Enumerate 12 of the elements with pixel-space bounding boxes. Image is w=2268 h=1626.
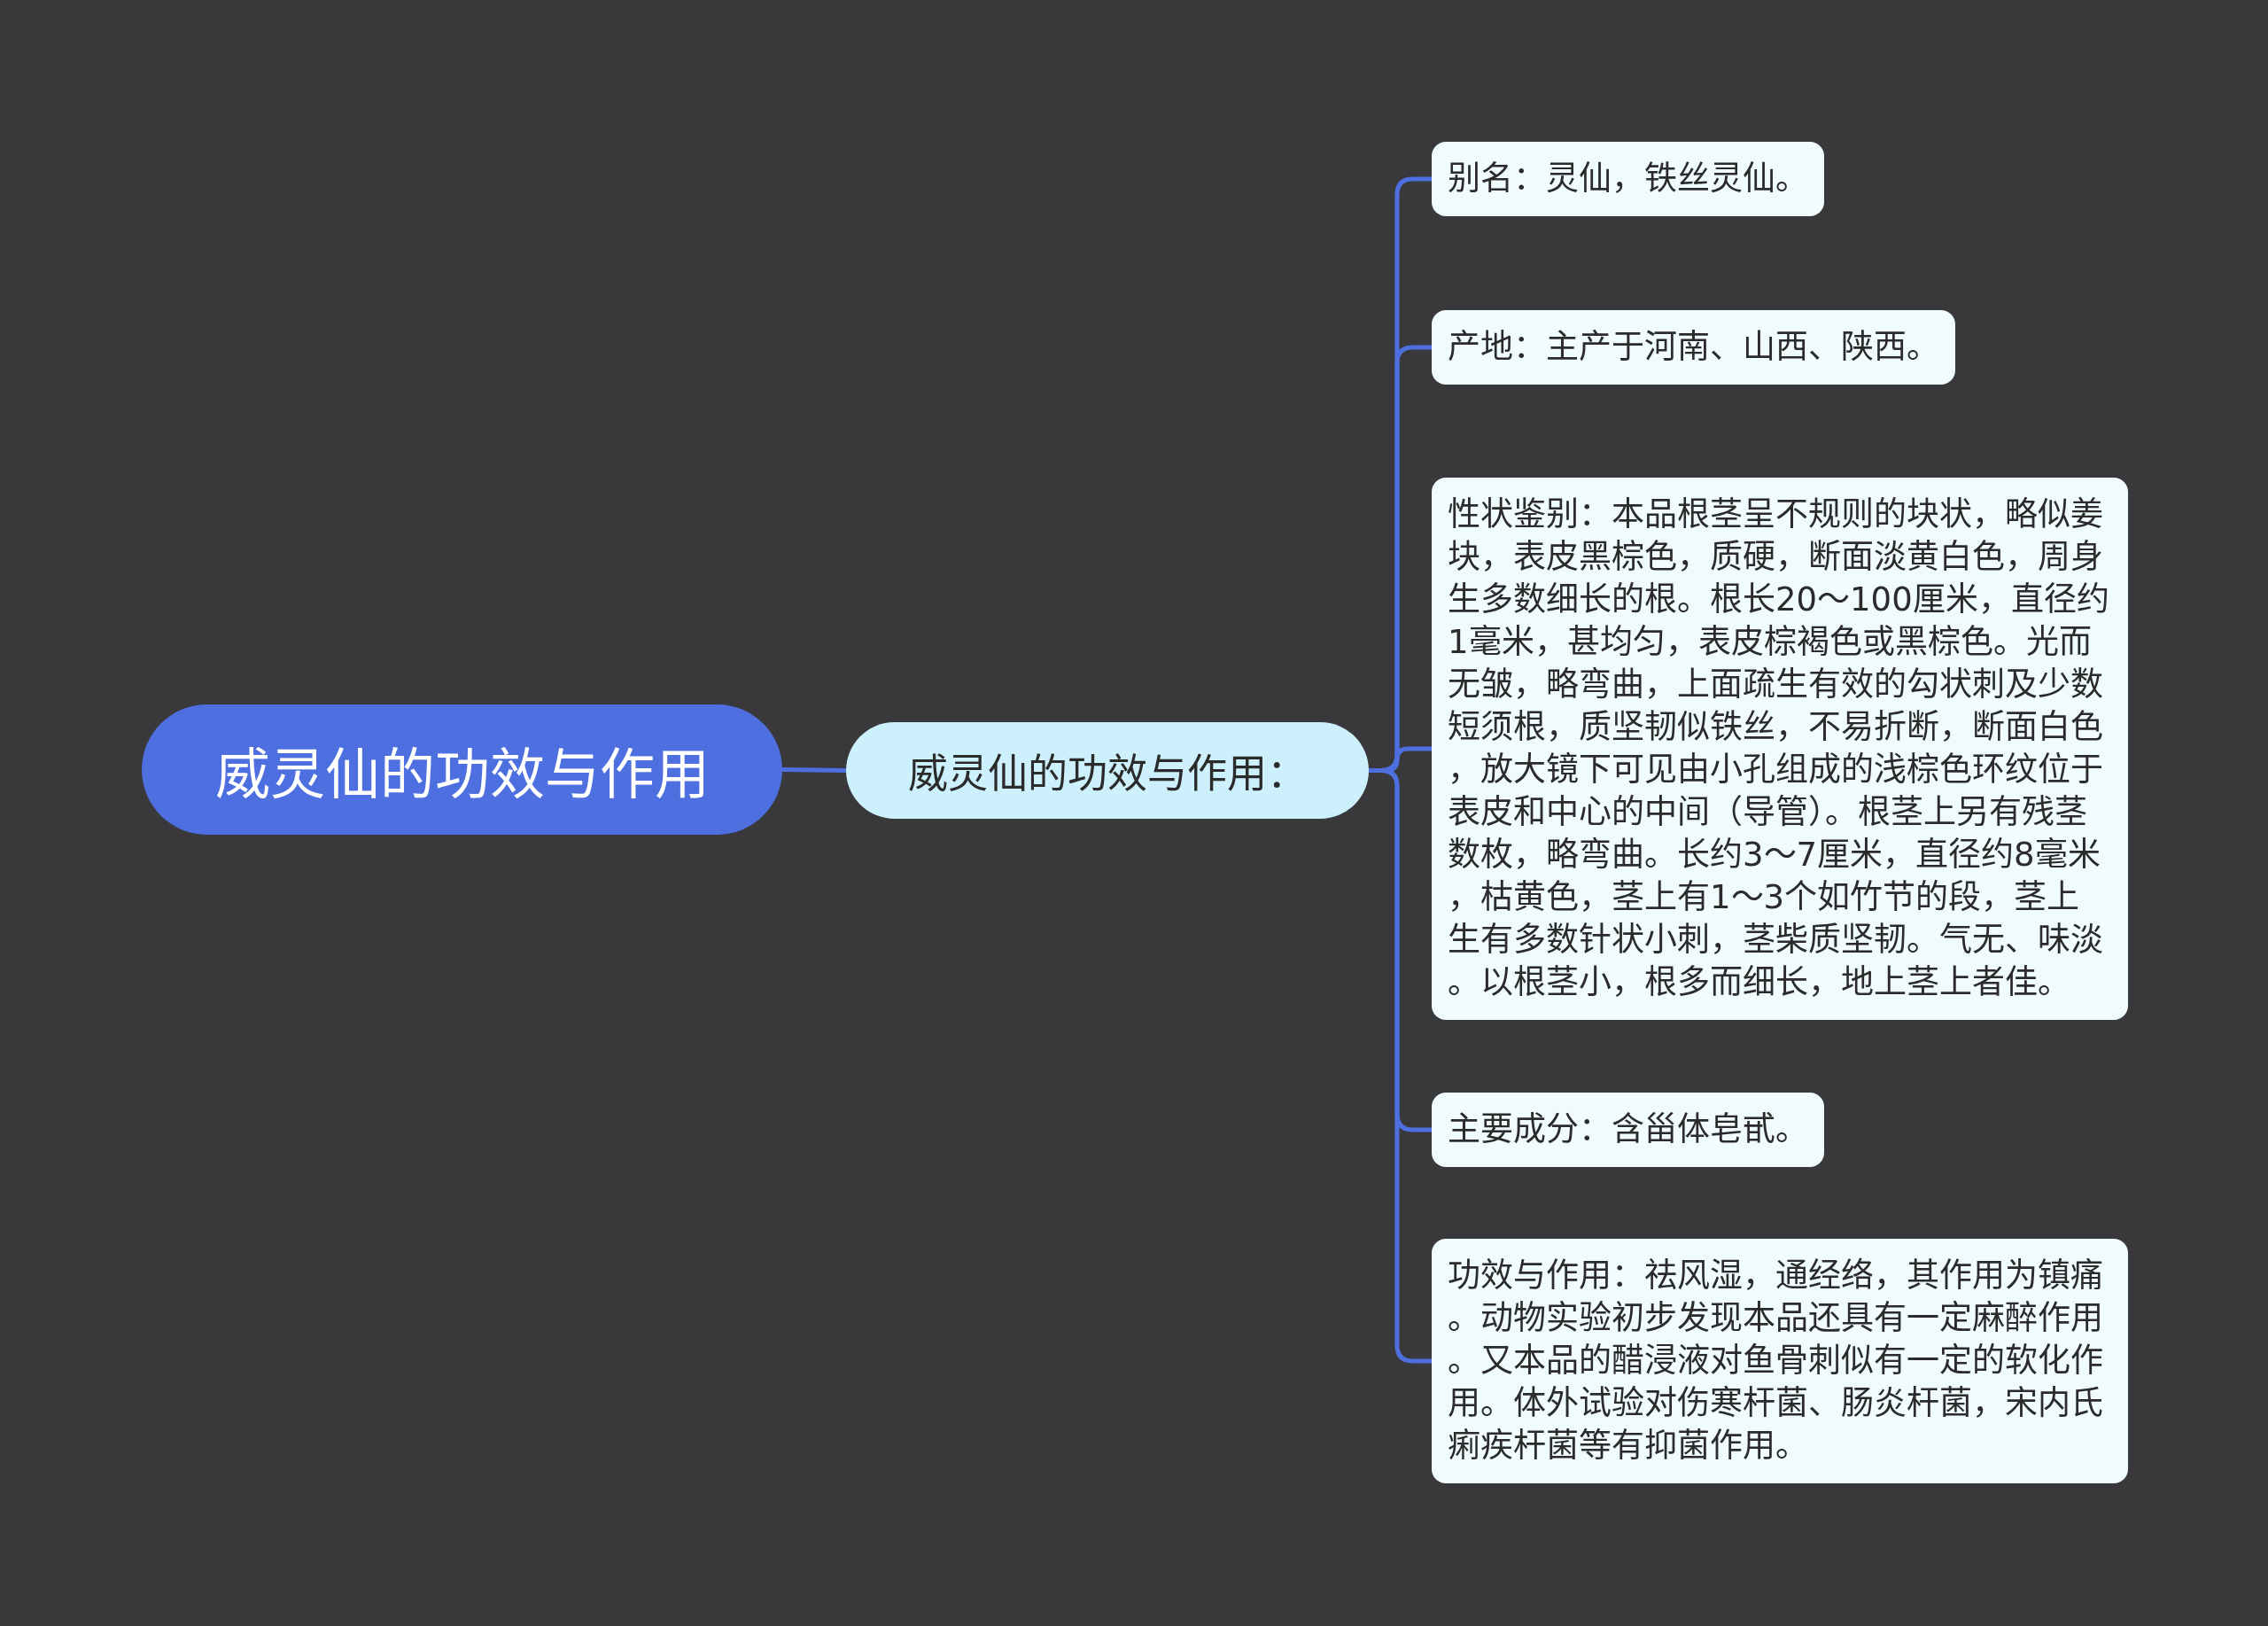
connector-line bbox=[781, 767, 847, 773]
branch-topic-text: 威灵仙的功效与作用： bbox=[908, 750, 1307, 799]
detail-text: 主要成分：含甾体皂甙。 bbox=[1448, 1109, 1808, 1150]
detail-text: 功效与作用：祛风湿，通经络，其作用为镇痛。动物实验初步发现本品还具有一定麻醉作用。又本品的醋浸液对鱼骨刺似有一定的软化作用。体外试验对伤寒杆菌、肠炎杆菌，宋内氏痢疾杆菌等有抑菌作用。 bbox=[1448, 1256, 2104, 1467]
detail-card bbox=[1432, 142, 1824, 216]
detail-text: 产地：主产于河南、山西、陕西。 bbox=[1448, 327, 1939, 368]
detail-text: 性状鉴别：本品根茎呈不规则的块状，略似姜块，表皮黑棕色，质硬，断面淡黄白色，周身生多数细长的根。根长20～100厘米，直径约1毫米，甚均匀，表皮棕褐色或黑棕色。光而无皱，略弯曲，上面疏生有效的勾状刺及少数短须根，质坚韧似铁丝，不易折断，断面白色，放大镜下可见由小孔组成的浅棕色环纹位于表皮和中心的中间（导管）。根茎上另有残茎数枚，略弯曲。长约3～7厘米，直径约8毫米，枯黄色，茎上有1～3个如竹节的段，茎上生有多数针状小刺，茎柴质坚韧。气无、味淡。以根茎小，根多而细长，地上茎上者佳。 bbox=[1448, 494, 2110, 1003]
detail-card bbox=[1432, 310, 1955, 385]
detail-card bbox=[1432, 1093, 1824, 1167]
central-topic-text: 威灵仙的功效与作用 bbox=[214, 741, 710, 809]
detail-card bbox=[1432, 1239, 2128, 1483]
detail-text: 别名：灵仙，铁丝灵仙。 bbox=[1448, 159, 1808, 199]
